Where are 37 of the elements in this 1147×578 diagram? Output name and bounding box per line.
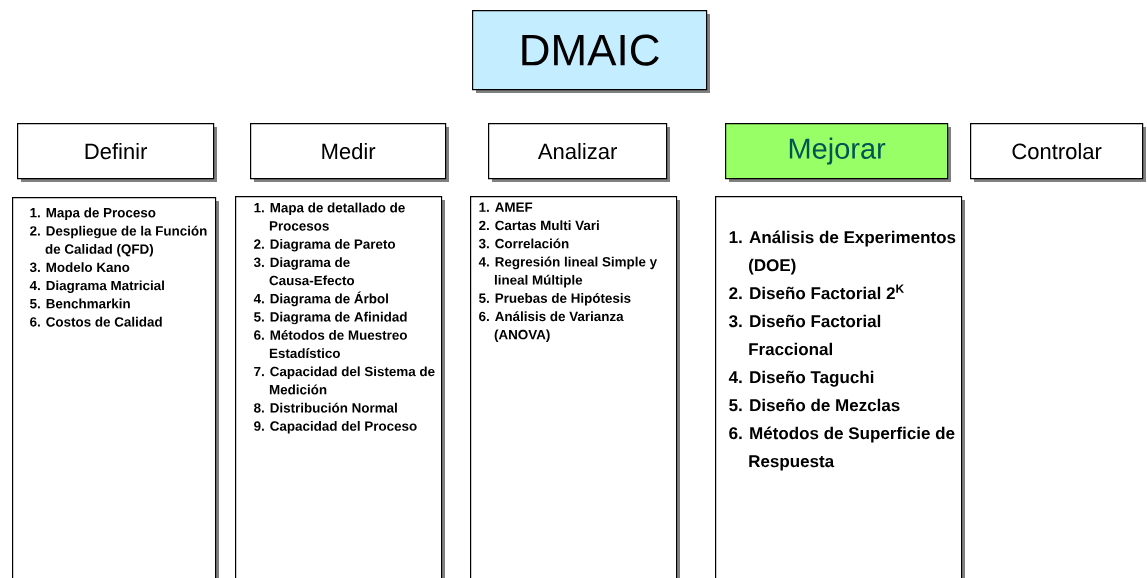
phase-box: Definir: [17, 123, 217, 182]
list-item: 4. Regresión lineal Simple y lineal Múltiple: [478, 256, 657, 288]
list-item: 6. Costos de Calidad: [30, 316, 162, 327]
phase-box: Medir: [250, 123, 449, 182]
list-item: 1. Análisis de Experimentos (DOE): [729, 230, 956, 275]
list-item: 2. Despliegue de la Función de Calidad (QFD): [30, 225, 207, 257]
list-box: [715, 196, 965, 578]
list-item: 6. Métodos de Superficie de Respuesta: [729, 426, 955, 471]
list-item: 5. Diagrama de Afinidad: [254, 311, 407, 325]
phase-box: Analizar: [488, 123, 670, 182]
list-item: 3. Diagrama de Causa-Efecto: [253, 257, 355, 286]
list-item: 6. Métodos de Muestreo Estadístico: [254, 329, 407, 359]
list-item: 4. Diagrama de Árbol: [253, 291, 388, 307]
list-item: 5. Pruebas de Hipótesis: [479, 293, 631, 306]
list-item: 1. AMEF: [479, 202, 533, 212]
list-item: 3. Diseño Factorial Fraccional: [729, 314, 881, 356]
list-item: 4. Diseño Taguchi: [728, 370, 874, 387]
list-item: 9. Capacidad del Proceso: [254, 421, 417, 434]
list-item: 3. Correlación: [478, 238, 569, 249]
list-box: [470, 196, 680, 578]
list-item: 2. Diseño Factorial 2$^{K}$: [729, 284, 904, 300]
list-item: 6. Análisis de Varianza (ANOVA): [479, 311, 624, 342]
list-item: 1. Mapa de Proceso: [30, 207, 156, 221]
list-box: [12, 197, 219, 578]
list-item: 3. Modelo Kano: [29, 262, 130, 273]
list-item: 2. Cartas Multi Vari: [479, 220, 599, 231]
list-item: 4. Diagrama Matricial: [29, 280, 164, 293]
list-item: 7. Capacidad del Sistema de Medición: [254, 366, 435, 395]
list-item: 2. Diagrama de Pareto: [254, 239, 396, 252]
list-item: 5. Benchmarkin: [30, 298, 130, 309]
phase-box: Controlar: [970, 123, 1146, 182]
list-item: 1. Mapa de detallado de Procesos: [254, 202, 405, 231]
title-box: DMAIC: [472, 10, 710, 93]
phase-box: Mejorar: [725, 123, 951, 182]
list-box: [235, 196, 445, 578]
list-item: 5. Diseño de Mezclas: [729, 398, 900, 412]
list-item: 8. Distribución Normal: [254, 402, 397, 413]
